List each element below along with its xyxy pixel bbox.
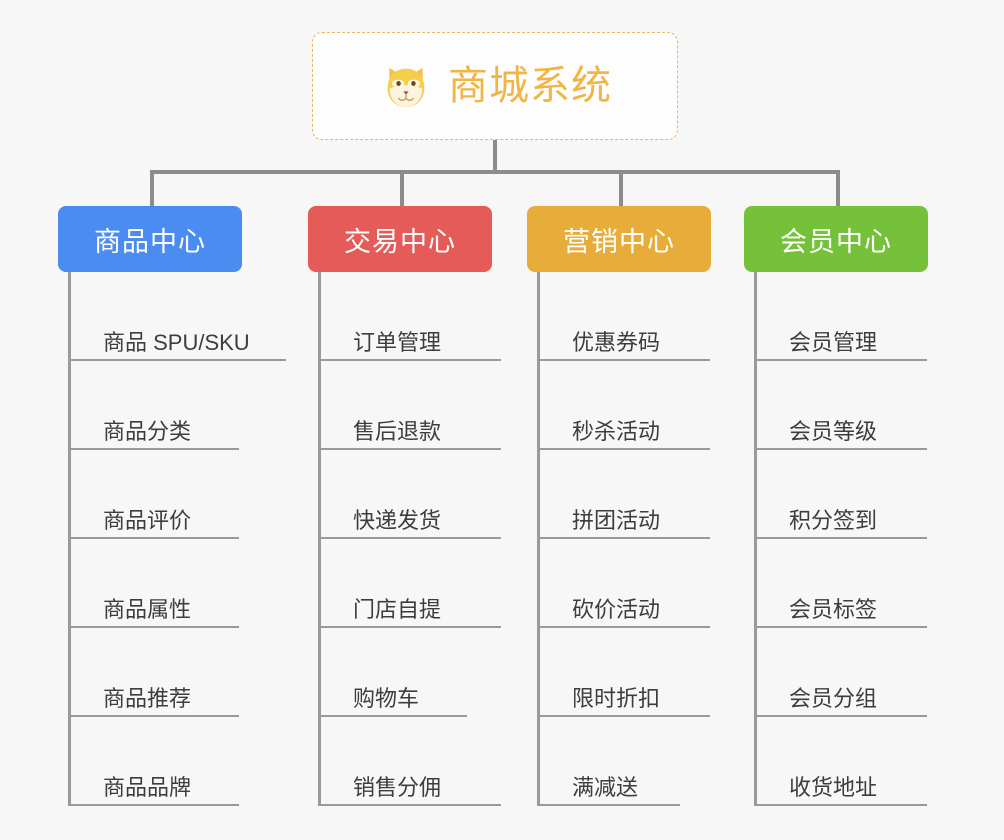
- leaf-label: 商品属性: [103, 596, 192, 622]
- leaf-item[interactable]: 订单管理: [321, 272, 501, 361]
- leaf-label: 会员分组: [789, 685, 878, 711]
- leaf-item[interactable]: 收货地址: [757, 717, 927, 806]
- category-header-trade-center[interactable]: 交易中心: [308, 206, 492, 272]
- category-title: 交易中心: [344, 226, 456, 257]
- leaf-label: 优惠券码: [572, 329, 661, 355]
- category-title: 会员中心: [780, 226, 892, 257]
- leaf-item[interactable]: 会员标签: [757, 539, 927, 628]
- leaf-item[interactable]: 商品属性: [71, 539, 239, 628]
- leaf-item[interactable]: 商品分类: [71, 361, 239, 450]
- root-node-mall-system[interactable]: 商城系统: [312, 32, 678, 140]
- category-header-product-center[interactable]: 商品中心: [58, 206, 242, 272]
- leaf-label: 收货地址: [789, 774, 878, 800]
- root-title: 商城系统: [448, 64, 612, 108]
- leaf-label: 满减送: [572, 774, 639, 800]
- branch-product-center: 商品中心 商品 SPU/SKU 商品分类 商品评价 商品属性 商品推荐 商品品牌: [58, 206, 290, 806]
- leaf-item[interactable]: 快递发货: [321, 450, 501, 539]
- branch-marketing-center: 营销中心 优惠券码 秒杀活动 拼团活动 砍价活动 限时折扣 满减送: [527, 206, 759, 806]
- leaf-label: 订单管理: [353, 329, 442, 355]
- leaf-label: 商品评价: [103, 507, 192, 533]
- category-header-member-center[interactable]: 会员中心: [744, 206, 928, 272]
- leaf-label: 会员管理: [789, 329, 878, 355]
- category-title: 营销中心: [563, 226, 675, 257]
- leaf-item[interactable]: 购物车: [321, 628, 467, 717]
- connector-drop-4: [836, 170, 840, 208]
- leaf-item[interactable]: 砍价活动: [540, 539, 710, 628]
- leaf-label: 购物车: [353, 685, 420, 711]
- leaf-label: 商品分类: [103, 418, 192, 444]
- category-header-marketing-center[interactable]: 营销中心: [527, 206, 711, 272]
- leaf-item[interactable]: 会员管理: [757, 272, 927, 361]
- connector-drop-1: [150, 170, 154, 208]
- leaf-item[interactable]: 拼团活动: [540, 450, 710, 539]
- leaf-item[interactable]: 会员等级: [757, 361, 927, 450]
- leaf-item[interactable]: 商品评价: [71, 450, 239, 539]
- leaf-item[interactable]: 商品品牌: [71, 717, 239, 806]
- connector-drop-3: [619, 170, 623, 208]
- leaf-label: 售后退款: [353, 418, 442, 444]
- leaf-item[interactable]: 优惠券码: [540, 272, 710, 361]
- leaf-label: 秒杀活动: [572, 418, 661, 444]
- leaf-label: 砍价活动: [572, 596, 661, 622]
- leaf-item[interactable]: 会员分组: [757, 628, 927, 717]
- leaf-label: 限时折扣: [572, 685, 661, 711]
- leaf-item[interactable]: 秒杀活动: [540, 361, 710, 450]
- connector-root-stem: [493, 140, 497, 172]
- leaf-label: 会员等级: [789, 418, 878, 444]
- leaf-rail: 商品 SPU/SKU 商品分类 商品评价 商品属性 商品推荐 商品品牌: [68, 272, 290, 806]
- category-title: 商品中心: [94, 226, 206, 257]
- leaf-item[interactable]: 门店自提: [321, 539, 501, 628]
- leaf-item[interactable]: 商品 SPU/SKU: [71, 272, 286, 361]
- leaf-item[interactable]: 积分签到: [757, 450, 927, 539]
- leaf-rail: 优惠券码 秒杀活动 拼团活动 砍价活动 限时折扣 满减送: [537, 272, 759, 806]
- leaf-item[interactable]: 限时折扣: [540, 628, 710, 717]
- leaf-item[interactable]: 满减送: [540, 717, 680, 806]
- leaf-item[interactable]: 商品推荐: [71, 628, 239, 717]
- connector-horizontal-bus: [150, 170, 840, 174]
- leaf-label: 积分签到: [789, 507, 878, 533]
- leaf-label: 销售分佣: [353, 774, 442, 800]
- branch-trade-center: 交易中心 订单管理 售后退款 快递发货 门店自提 购物车 销售分佣: [308, 206, 540, 806]
- leaf-item[interactable]: 售后退款: [321, 361, 501, 450]
- leaf-label: 商品推荐: [103, 685, 192, 711]
- leaf-label: 商品品牌: [103, 774, 192, 800]
- shiba-dog-face-icon: [378, 59, 434, 115]
- leaf-label: 会员标签: [789, 596, 878, 622]
- branch-member-center: 会员中心 会员管理 会员等级 积分签到 会员标签 会员分组 收货地址: [744, 206, 976, 806]
- leaf-rail: 会员管理 会员等级 积分签到 会员标签 会员分组 收货地址: [754, 272, 976, 806]
- leaf-label: 快递发货: [353, 507, 442, 533]
- leaf-label: 门店自提: [353, 596, 442, 622]
- leaf-rail: 订单管理 售后退款 快递发货 门店自提 购物车 销售分佣: [318, 272, 540, 806]
- connector-drop-2: [400, 170, 404, 208]
- leaf-label: 商品 SPU/SKU: [103, 329, 250, 355]
- leaf-label: 拼团活动: [572, 507, 661, 533]
- leaf-item[interactable]: 销售分佣: [321, 717, 501, 806]
